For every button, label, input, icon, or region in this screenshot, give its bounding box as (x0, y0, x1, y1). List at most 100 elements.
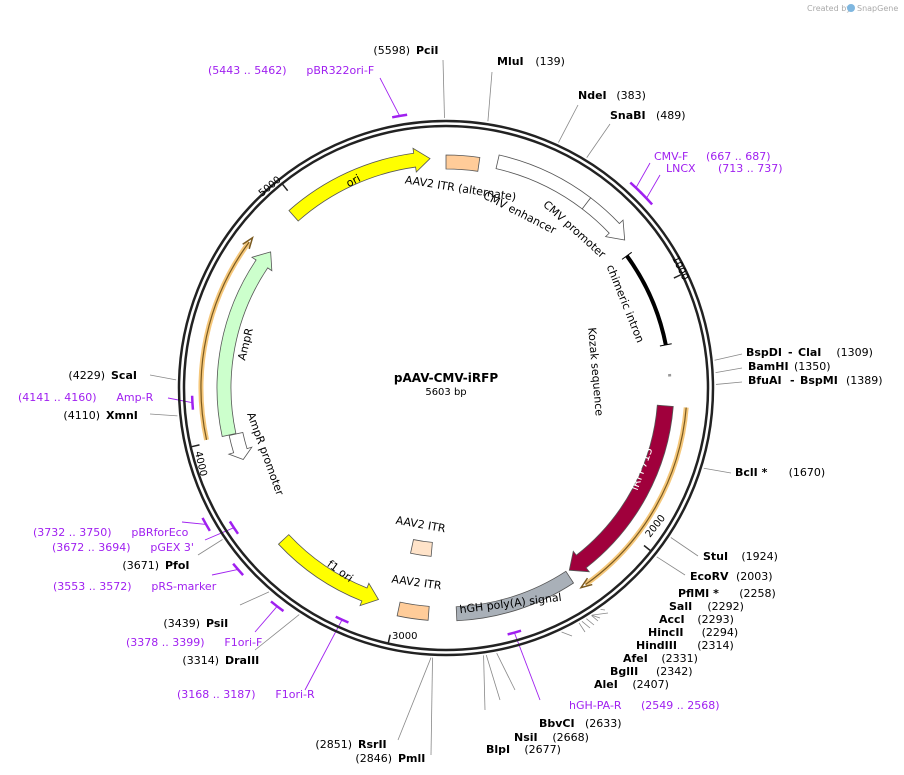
feature-ampr-promoter[interactable] (227, 432, 253, 460)
enzyme-site[interactable]: NsiI(2668) (514, 731, 589, 744)
enzyme-name[interactable]: HindIII (636, 639, 677, 652)
enzyme-site[interactable]: PflMI *(2258) (678, 587, 776, 600)
primer-name[interactable]: CMV-F (654, 150, 688, 163)
enzyme-site[interactable]: BlpI(2677) (486, 743, 561, 756)
enzyme-site[interactable]: BspDI- ClaI(1309) (746, 346, 873, 359)
feature-ori[interactable] (288, 147, 431, 222)
feature-aav2-itr[interactable] (396, 601, 430, 621)
primer-name[interactable]: pGEX 3' (150, 541, 194, 554)
enzyme-site[interactable]: AfeI(2331) (623, 652, 698, 665)
enzyme-name[interactable]: AccI (659, 613, 685, 626)
enzyme-name[interactable]: ScaI (111, 369, 137, 382)
enzyme-site[interactable]: RsrII(2851) (315, 738, 386, 751)
enzyme-site[interactable]: PsiI(3439) (163, 617, 228, 630)
primer-mark[interactable] (639, 191, 654, 206)
primer-mark[interactable] (335, 615, 349, 624)
primer-mark[interactable] (391, 113, 408, 119)
enzyme-name[interactable]: PmlI (398, 752, 425, 765)
enzyme-name[interactable]: SnaBI (610, 109, 646, 122)
enzyme-site[interactable]: PmlI(2846) (355, 752, 425, 765)
enzyme-site[interactable]: MluI(139) (497, 55, 565, 68)
enzyme-name[interactable]: BbvCI (539, 717, 575, 730)
enzyme-name[interactable]: SalI (669, 600, 692, 613)
feature-aav2-itr[interactable] (410, 539, 433, 557)
primer-name[interactable]: F1ori-F (224, 636, 262, 649)
feature-hgh-poly-a-signal[interactable] (455, 570, 575, 622)
enzyme-site[interactable]: BglII(2342) (610, 665, 693, 678)
enzyme-site[interactable]: EcoRV(2003) (690, 570, 773, 583)
enzyme-site[interactable]: PfoI(3671) (122, 559, 189, 572)
primer-mark[interactable] (629, 181, 643, 195)
enzyme-name[interactable]: PciI (416, 44, 438, 57)
enzyme-site[interactable]: ScaI(4229) (68, 369, 137, 382)
enzyme-site[interactable]: SnaBI(489) (610, 109, 686, 122)
primer[interactable]: (4141 .. 4160)Amp-R (18, 391, 154, 404)
enzyme-name[interactable]: XmnI (106, 409, 138, 422)
primer-mark[interactable] (232, 562, 245, 576)
enzyme-name[interactable]: BspDI (746, 346, 782, 359)
enzyme-name[interactable]: PflMI * (678, 587, 719, 600)
enzyme-site[interactable]: DraIII(3314) (182, 654, 259, 667)
enzyme-name[interactable]: StuI (703, 550, 728, 563)
enzyme-site[interactable]: BfuAI- BspMI(1389) (748, 374, 883, 387)
enzyme-site[interactable]: SalI(2292) (669, 600, 744, 613)
enzyme-name-2[interactable]: BspMI (800, 374, 838, 387)
enzyme-name[interactable]: BfuAI (748, 374, 782, 387)
enzyme-name[interactable]: PfoI (165, 559, 190, 572)
enzyme-name[interactable]: AfeI (623, 652, 648, 665)
enzyme-name-2[interactable]: ClaI (798, 346, 821, 359)
enzyme-name[interactable]: BglII (610, 665, 638, 678)
primer-mark[interactable] (228, 520, 240, 535)
enzyme-site[interactable]: HincII(2294) (648, 626, 738, 639)
primer[interactable]: (3672 .. 3694)pGEX 3' (52, 541, 194, 554)
enzyme-site[interactable]: HindIII(2314) (636, 639, 734, 652)
primer-mark[interactable] (507, 629, 522, 636)
enzyme-site[interactable]: AleI(2407) (594, 678, 669, 691)
primer-name[interactable]: LNCX (666, 162, 696, 175)
feature-aav2-itr-alternate-[interactable] (445, 154, 481, 172)
enzyme-name[interactable]: HincII (648, 626, 684, 639)
enzyme-site[interactable]: BbvCI(2633) (539, 717, 622, 730)
enzyme-name-2[interactable]: - (788, 346, 793, 359)
enzyme-name[interactable]: NdeI (578, 89, 607, 102)
primer-name[interactable]: hGH-PA-R (569, 699, 622, 712)
enzyme-site[interactable]: PciI(5598) (373, 44, 438, 57)
primer-name[interactable]: F1ori-R (275, 688, 315, 701)
enzyme-site[interactable]: StuI(1924) (703, 550, 778, 563)
enzyme-name[interactable]: MluI (497, 55, 524, 68)
primer[interactable]: LNCX(713 .. 737) (666, 162, 783, 175)
primer[interactable]: (5443 .. 5462)pBR322ori-F (208, 64, 374, 77)
primer-name[interactable]: pRS-marker (151, 580, 216, 593)
primer[interactable]: (3553 .. 3572)pRS-marker (53, 580, 217, 593)
enzyme-name[interactable]: BamHI (748, 360, 789, 373)
primer-mark[interactable] (190, 395, 195, 410)
primer[interactable]: (3168 .. 3187)F1ori-R (177, 688, 315, 701)
enzyme-site[interactable]: BamHI(1350) (748, 360, 831, 373)
enzyme-name[interactable]: EcoRV (690, 570, 729, 583)
primer[interactable]: (3378 .. 3399)F1ori-F (126, 636, 262, 649)
enzyme-name[interactable]: PsiI (206, 617, 228, 630)
feature-cmv-promoter[interactable] (581, 197, 626, 241)
enzyme-name-2[interactable]: - (790, 374, 795, 387)
enzyme-site[interactable]: BclI *(1670) (735, 466, 825, 479)
feature-irfp713[interactable] (568, 404, 674, 573)
primer[interactable]: hGH-PA-R(2549 .. 2568) (569, 699, 720, 712)
primer[interactable]: CMV-F(667 .. 687) (654, 150, 771, 163)
primer-mark[interactable] (270, 600, 285, 613)
primer[interactable]: (3732 .. 3750)pBRforEco (33, 526, 189, 539)
enzyme-name[interactable]: BlpI (486, 743, 510, 756)
primer-name[interactable]: pBR322ori-F (306, 64, 374, 77)
enzyme-site[interactable]: AccI(2293) (659, 613, 734, 626)
primer-name[interactable]: pBRforEco (131, 526, 188, 539)
enzyme-site[interactable]: XmnI(4110) (63, 409, 137, 422)
enzyme-name[interactable]: RsrII (358, 738, 387, 751)
enzyme-name[interactable]: AleI (594, 678, 618, 691)
feature-chimeric-intron[interactable] (625, 254, 668, 346)
feature-ampr[interactable] (216, 251, 273, 437)
primer-name[interactable]: Amp-R (116, 391, 153, 404)
enzyme-site[interactable]: NdeI(383) (578, 89, 646, 102)
enzyme-name[interactable]: BclI * (735, 466, 768, 479)
feature-f1-ori[interactable] (277, 534, 380, 607)
enzyme-name[interactable]: NsiI (514, 731, 538, 744)
enzyme-name[interactable]: DraIII (225, 654, 259, 667)
